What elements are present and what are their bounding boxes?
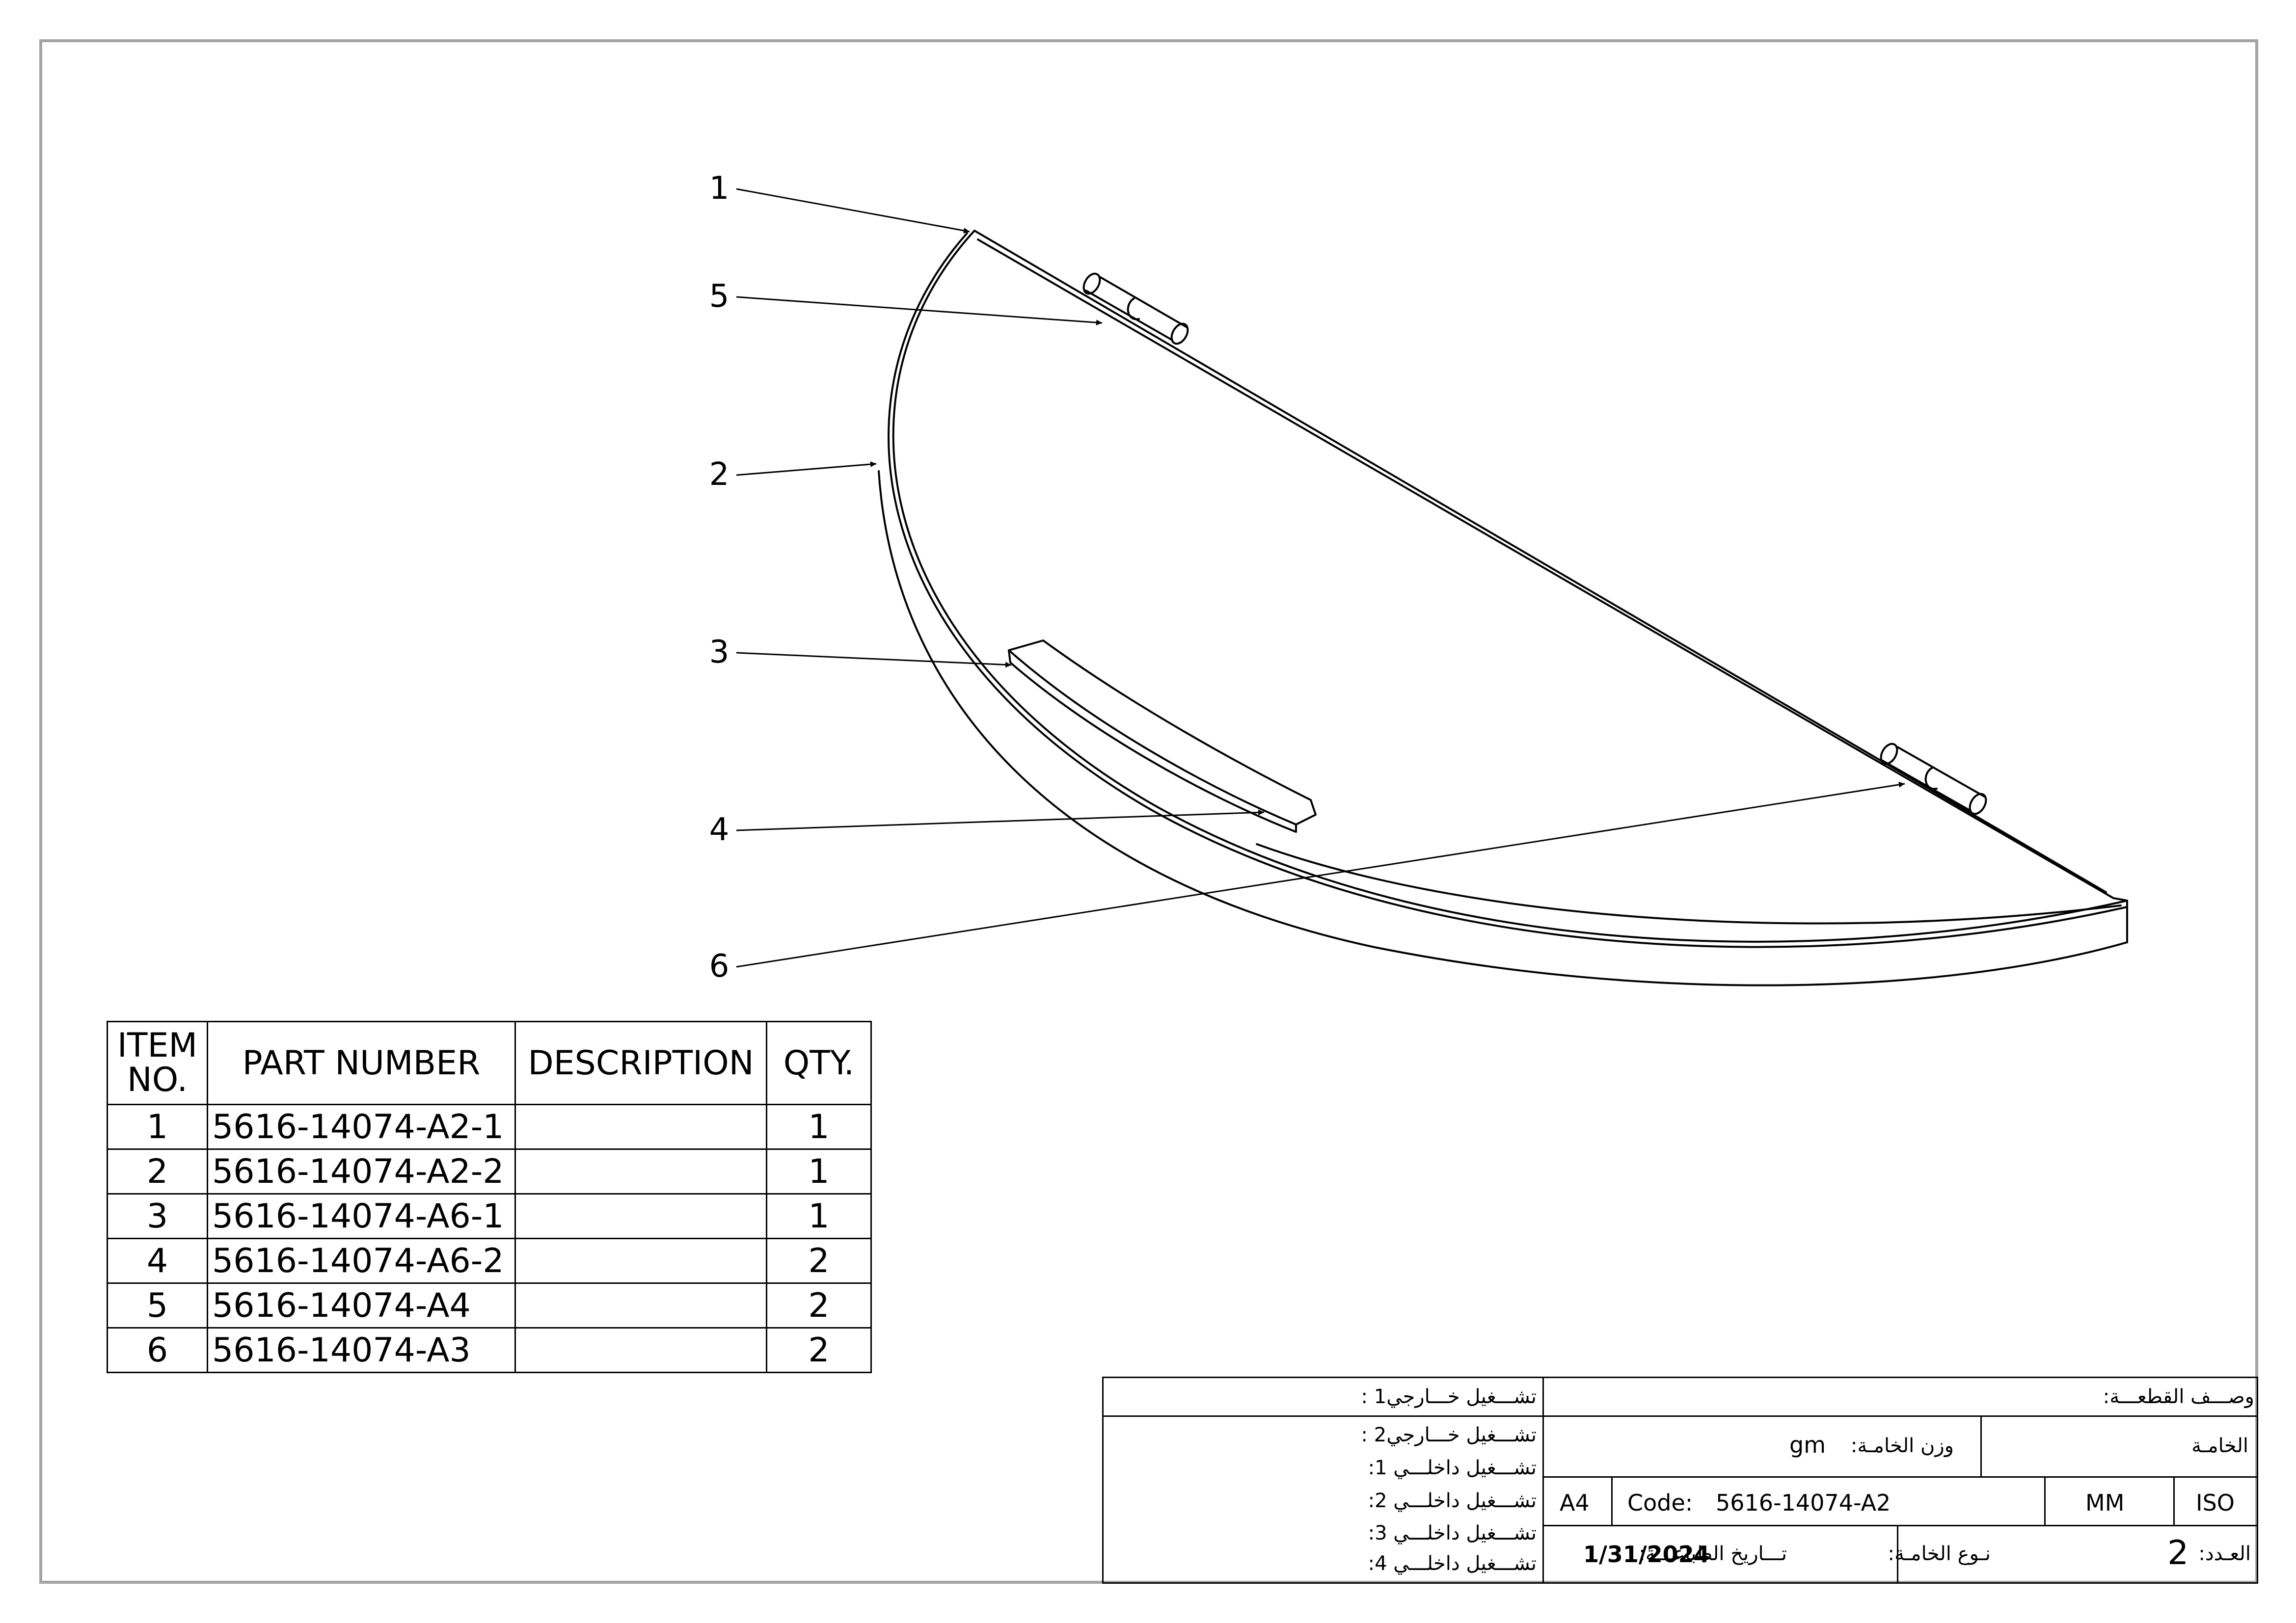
tb-ops-label-4: تشـــغيل داخلـــي 2: [1368, 1490, 1537, 1512]
balloon-2: 2 [709, 456, 729, 493]
leader-line-6 [736, 781, 1905, 968]
tb-code-label: Code: [1627, 1490, 1693, 1516]
leader-line-3 [736, 652, 1012, 668]
leader-line-5 [736, 296, 1103, 326]
bom-cell-desc [514, 1238, 767, 1284]
bom-cell-item: 4 [107, 1238, 208, 1284]
bom-cell-qty: 2 [766, 1238, 872, 1284]
tb-ops-label-5: تشـــغيل داخلـــي 3: [1368, 1522, 1537, 1544]
bom-cell-qty: 1 [766, 1104, 872, 1150]
tb-ops-label-3: تشـــغيل داخلـــي 1: [1368, 1457, 1537, 1479]
bom-header-part: PART NUMBER [207, 1021, 516, 1105]
plate-chord-edge [973, 230, 2107, 893]
balloon-6: 6 [709, 948, 729, 984]
bom-cell-desc [514, 1148, 767, 1195]
pin-cylinder-1 [1082, 272, 1189, 345]
tb-ops-label-6: تشـــغيل داخلـــي 4: [1368, 1552, 1537, 1575]
tb-ops-label-2: تشـــغيل خـــارجي2 : [1361, 1424, 1537, 1446]
bom-cell-part: 5616-14074-A4 [207, 1282, 516, 1329]
bom-row: 3 5616-14074-A6-1 1 [107, 1193, 872, 1239]
balloon-4: 4 [709, 812, 729, 848]
bom-cell-desc [514, 1282, 767, 1329]
plate-top-outer-edge [892, 230, 2128, 943]
bom-header-row: ITEM NO. PART NUMBER DESCRIPTION QTY. [107, 1021, 872, 1105]
leader-line-1 [736, 188, 970, 234]
bom-cell-item: 5 [107, 1282, 208, 1329]
curved-strip-bottom [1008, 649, 1297, 825]
bom-cell-desc [514, 1193, 767, 1239]
tb-ops-label-1: تشـــغيل خـــارجي1 : [1361, 1385, 1537, 1408]
tb-material-label: الخامـة [2191, 1435, 2248, 1457]
plate-bottom-edge [878, 470, 2128, 986]
tb-print-date-label: تـــاريخ الطباعـــة: [1639, 1543, 1787, 1565]
bom-cell-qty: 1 [766, 1193, 872, 1239]
balloon-1: 1 [709, 170, 729, 207]
bom-cell-item: 1 [107, 1104, 208, 1150]
bom-header-item: ITEM NO. [107, 1021, 208, 1105]
tb-weight-label: وزن الخامـة: [1850, 1435, 1954, 1457]
tb-standard: ISO [2196, 1490, 2235, 1516]
bom-cell-part: 5616-14074-A6-1 [207, 1193, 516, 1239]
tb-type-cell [1897, 1525, 2258, 1584]
balloon-5: 5 [709, 278, 729, 315]
leader-line-2 [736, 461, 877, 476]
bom-cell-part: 5616-14074-A2-1 [207, 1104, 516, 1150]
curved-strip-thickness [1008, 649, 1297, 833]
bom-row: 2 5616-14074-A2-2 1 [107, 1148, 872, 1195]
bom-cell-desc [514, 1327, 767, 1373]
bom-header-qty: QTY. [766, 1021, 872, 1105]
bom-header-item-line2: NO. [127, 1061, 188, 1099]
pin-cylinder-2 [1880, 743, 1987, 815]
bom-cell-part: 5616-14074-A3 [207, 1327, 516, 1373]
leader-line-4 [736, 809, 1265, 831]
bom-row: 1 5616-14074-A2-1 1 [107, 1104, 872, 1150]
curved-strip-top [1008, 639, 1312, 801]
title-block: تشـــغيل خـــارجي1 : تشـــغيل خـــارجي2 … [1102, 1377, 2258, 1584]
tb-sheet-size: A4 [1560, 1490, 1590, 1516]
tb-part-desc-label: وصـــف القطعـــة: [2103, 1385, 2254, 1408]
plate-end-face [2112, 897, 2128, 943]
tb-code-value: 5616-14074-A2 [1716, 1490, 1891, 1516]
tb-material-type-label: نـوع الخامـة: [1888, 1543, 1991, 1565]
bom-cell-item: 6 [107, 1327, 208, 1373]
bom-row: 4 5616-14074-A6-2 2 [107, 1238, 872, 1284]
bom-cell-qty: 2 [766, 1327, 872, 1373]
bom-cell-item: 2 [107, 1148, 208, 1195]
tb-count-value: 2 [2167, 1534, 2189, 1572]
bom-row: 6 5616-14074-A3 2 [107, 1327, 872, 1373]
bom-cell-qty: 2 [766, 1282, 872, 1329]
bom-header-item-line1: ITEM [117, 1026, 198, 1065]
tb-count-label: العـدد: [2198, 1543, 2251, 1565]
bom-cell-part: 5616-14074-A6-2 [207, 1238, 516, 1284]
plate-chord-edge-2 [977, 239, 2114, 899]
bom-cell-qty: 1 [766, 1148, 872, 1195]
plate-top-inner-edge [888, 232, 2128, 948]
balloon-3: 3 [709, 634, 729, 670]
tb-print-date-value: 1/31/2024 [1583, 1541, 1710, 1568]
bom-row: 5 5616-14074-A4 2 [107, 1282, 872, 1329]
bom-cell-part: 5616-14074-A2-2 [207, 1148, 516, 1195]
tb-units: MM [2085, 1490, 2125, 1516]
bom-cell-item: 3 [107, 1193, 208, 1239]
tb-weight-unit: gm [1789, 1432, 1826, 1458]
curved-strip-end [1295, 799, 1317, 825]
plate-inner-band [1256, 843, 2122, 925]
bom-table: ITEM NO. PART NUMBER DESCRIPTION QTY. 1 … [107, 1021, 872, 1373]
bom-cell-desc [514, 1104, 767, 1150]
bom-header-desc: DESCRIPTION [514, 1021, 767, 1105]
